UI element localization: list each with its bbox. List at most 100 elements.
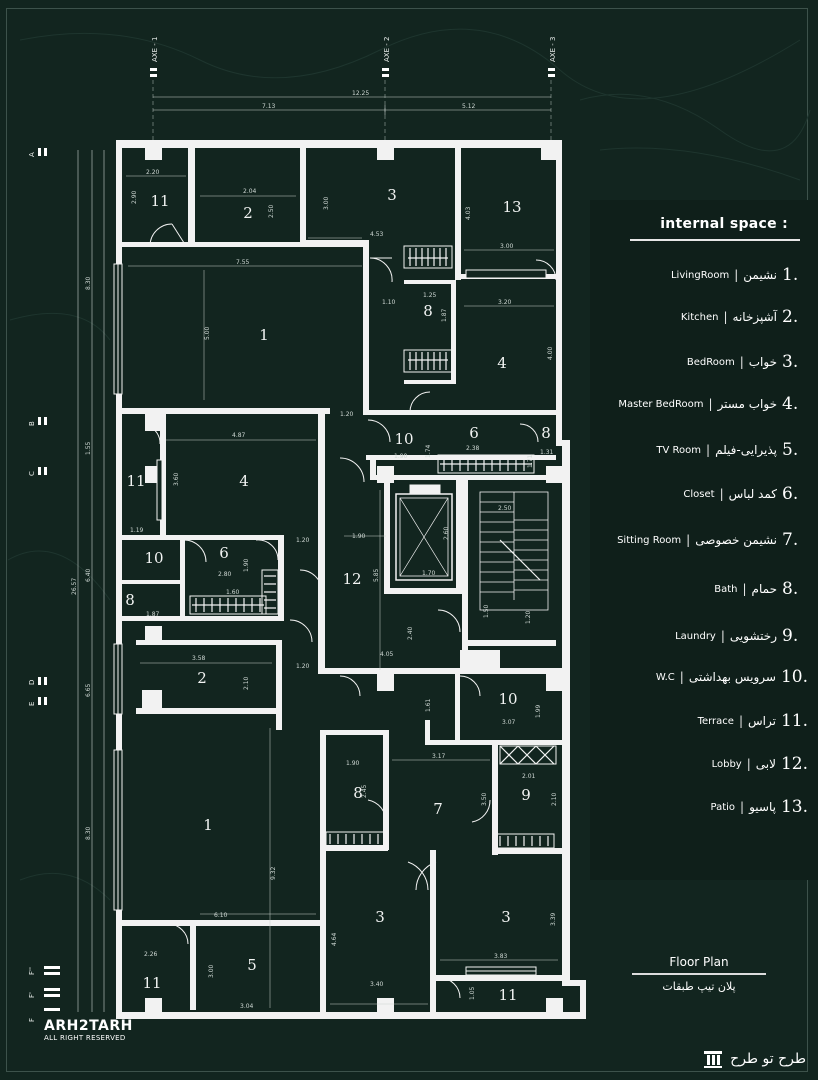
svg-text:1.10: 1.10 — [382, 299, 396, 306]
room-label: 12 — [342, 570, 361, 588]
svg-text:2.90: 2.90 — [131, 190, 138, 204]
west-windows — [113, 263, 547, 976]
room-label: 3 — [375, 908, 385, 926]
svg-text:AXE - 1: AXE - 1 — [151, 37, 159, 62]
caption-divider — [632, 973, 766, 975]
top-dimension-lines — [153, 96, 551, 115]
svg-text:1.20: 1.20 — [340, 411, 354, 418]
brand-name: ARH2TARH — [44, 1018, 133, 1034]
axis-marker-f-prime: F' — [28, 988, 60, 998]
svg-text:6.10: 6.10 — [214, 912, 228, 919]
svg-text:AXE - 2: AXE - 2 — [383, 37, 391, 62]
room-label: 10 — [394, 430, 413, 448]
svg-text:2.04: 2.04 — [243, 188, 257, 195]
svg-text:2.20: 2.20 — [146, 169, 160, 176]
axis-marker-1: AXE - 1 — [150, 37, 159, 140]
axis-marker-2: AXE - 2 — [382, 37, 391, 140]
axis-marker-a: A — [28, 148, 47, 157]
svg-text:4.05: 4.05 — [380, 651, 394, 658]
left-dimension-lines — [77, 150, 105, 1012]
room-label: 1 — [203, 816, 213, 834]
svg-text:1.20: 1.20 — [296, 663, 310, 670]
legend-panel: internal space : — [590, 200, 818, 880]
room-label: 2 — [243, 204, 253, 222]
svg-text:1.61: 1.61 — [425, 698, 432, 712]
room-label: 9 — [521, 786, 531, 804]
svg-text:2.38: 2.38 — [466, 445, 480, 452]
svg-text:1.87: 1.87 — [441, 308, 448, 322]
svg-text:2.10: 2.10 — [243, 676, 250, 690]
svg-text:1.90: 1.90 — [352, 533, 366, 540]
svg-text:4.64: 4.64 — [331, 932, 338, 946]
svg-text:3.17: 3.17 — [432, 753, 446, 760]
room-label: 2 — [197, 669, 207, 687]
room-label: 5 — [247, 956, 257, 974]
svg-text:2.10: 2.10 — [551, 792, 558, 806]
svg-text:3.00: 3.00 — [500, 243, 514, 250]
brand-persian: طرح تو طرح — [702, 1048, 806, 1070]
plan-caption: Floor Plan پلان تیپ طبقات — [632, 955, 766, 993]
svg-text:6.65: 6.65 — [85, 683, 92, 697]
svg-text:5.85: 5.85 — [373, 568, 380, 582]
svg-text:1.90: 1.90 — [394, 453, 408, 460]
svg-text:3.50: 3.50 — [481, 792, 488, 806]
svg-text:1.50: 1.50 — [483, 604, 490, 618]
room-labels: 11 2 3 13 1 8 4 10 6 8 11 4 12 10 6 8 2 … — [125, 186, 551, 1004]
svg-text:1.60: 1.60 — [226, 589, 240, 596]
caption-title: Floor Plan — [669, 955, 729, 969]
svg-text:3.20: 3.20 — [498, 299, 512, 306]
room-label: 8 — [353, 784, 363, 802]
svg-text:4.00: 4.00 — [547, 346, 554, 360]
axis-marker-d: D — [28, 677, 47, 685]
svg-text:1.90: 1.90 — [243, 558, 250, 572]
svg-text:4.87: 4.87 — [232, 432, 246, 439]
room-label: 11 — [126, 472, 145, 490]
dim-width-2: 5.12 — [462, 103, 476, 110]
svg-text:2.50: 2.50 — [498, 505, 512, 512]
svg-text:8.30: 8.30 — [85, 826, 92, 840]
svg-text:3.00: 3.00 — [323, 196, 330, 210]
svg-text:8.30: 8.30 — [85, 276, 92, 290]
svg-text:1.05: 1.05 — [469, 986, 476, 1000]
svg-text:26.57: 26.57 — [71, 578, 78, 595]
svg-text:2.26: 2.26 — [144, 951, 158, 958]
room-label: 10 — [498, 690, 517, 708]
svg-text:1.90: 1.90 — [346, 760, 360, 767]
axis-marker-c: C — [28, 467, 47, 476]
room-label: 11 — [142, 974, 161, 992]
svg-text:2.50: 2.50 — [268, 204, 275, 218]
stairs — [479, 491, 549, 611]
room-label: 3 — [387, 186, 397, 204]
room-label: 8 — [125, 591, 135, 609]
room-label: 4 — [239, 472, 249, 490]
room-label: 4 — [497, 354, 507, 372]
svg-text:1.31: 1.31 — [540, 449, 554, 456]
axis-marker-e: E — [28, 697, 47, 706]
svg-text:B: B — [28, 421, 36, 426]
svg-text:1.74: 1.74 — [425, 444, 432, 458]
dim-width-1: 7.13 — [262, 103, 276, 110]
svg-text:1.25: 1.25 — [423, 292, 437, 299]
interior-dim-lines — [126, 175, 558, 1008]
svg-text:F': F' — [28, 992, 36, 998]
svg-text:AXE - 3: AXE - 3 — [549, 37, 557, 62]
legend-title: internal space : — [660, 216, 788, 232]
svg-text:3.39: 3.39 — [550, 912, 557, 926]
svg-text:2.60: 2.60 — [443, 526, 450, 540]
svg-text:1.70: 1.70 — [422, 570, 436, 577]
room-label: 1 — [259, 326, 269, 344]
room-label: 3 — [501, 908, 511, 926]
svg-text:D: D — [28, 680, 36, 685]
svg-text:3.60: 3.60 — [173, 472, 180, 486]
svg-text:7.55: 7.55 — [236, 259, 250, 266]
svg-text:3.04: 3.04 — [240, 1003, 254, 1010]
door-swings — [147, 223, 557, 999]
svg-text:3.58: 3.58 — [192, 655, 206, 662]
svg-text:3.00: 3.00 — [208, 964, 215, 978]
